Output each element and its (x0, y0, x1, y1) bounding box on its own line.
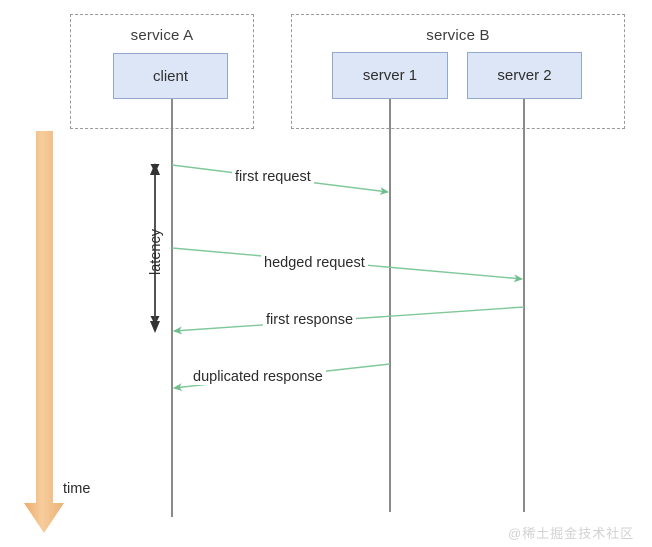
node-box-client[interactable]: client (113, 53, 228, 99)
node-label-server-2: server 2 (497, 67, 552, 84)
lifeline-server-1 (389, 99, 391, 512)
node-box-server-1[interactable]: server 1 (332, 52, 448, 99)
time-arrow (24, 131, 64, 533)
message-label-duplicated-response: duplicated response (190, 369, 326, 385)
node-box-server-2[interactable]: server 2 (467, 52, 582, 99)
node-label-server-1: server 1 (362, 67, 418, 84)
service-group-b: service B (291, 14, 625, 129)
lifeline-server-2 (523, 99, 525, 512)
latency-axis-label: latency (148, 229, 164, 275)
node-label-client: client (152, 67, 189, 85)
message-label-first-request: first request (232, 169, 314, 185)
watermark: @稀土掘金技术社区 (508, 526, 635, 541)
time-axis-label: time (63, 481, 91, 497)
service-group-a-title: service A (130, 27, 194, 44)
service-group-b-title: service B (426, 27, 490, 44)
message-label-first-response: first response (263, 312, 357, 328)
lifeline-client (171, 99, 173, 517)
message-label-hedged-request: hedged request (261, 255, 368, 271)
service-group-a: service A (70, 14, 254, 129)
